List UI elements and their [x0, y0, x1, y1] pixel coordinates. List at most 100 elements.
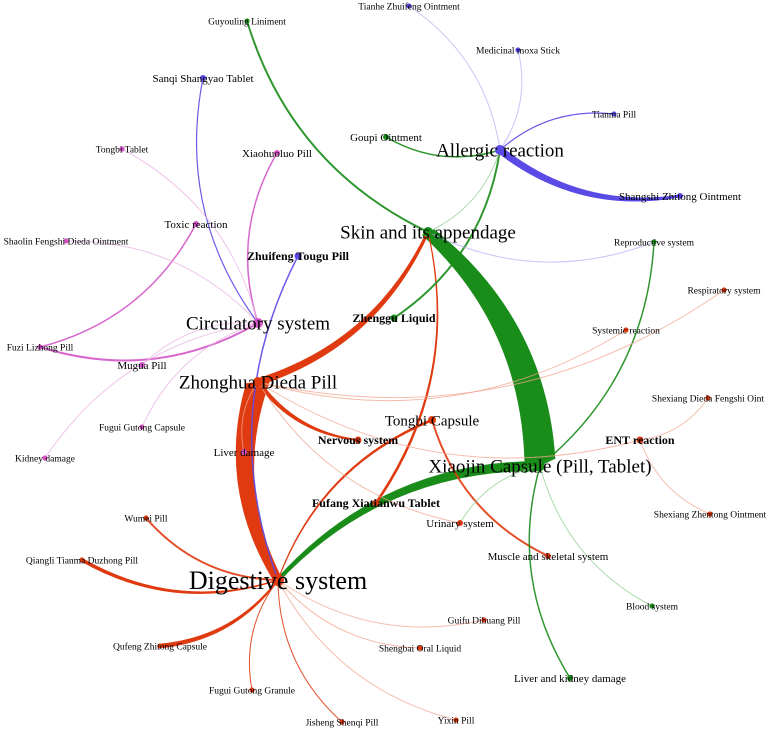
label-zhonghua: Zhonghua Dieda Pill: [179, 373, 337, 394]
label-urinary: Urinary system: [426, 518, 494, 530]
label-skin: Skin and its appendage: [340, 223, 516, 244]
edge-digestive-shengbai: [277, 579, 421, 649]
node-tianhe[interactable]: [406, 3, 412, 9]
node-fugui_capsule[interactable]: [139, 424, 145, 430]
node-guifu[interactable]: [481, 617, 487, 623]
node-sanqi[interactable]: [200, 75, 206, 81]
node-qufeng[interactable]: [157, 643, 163, 649]
edge-zhonghua-systemic: [257, 329, 627, 402]
edge-xiaojin-reproductive: [539, 241, 655, 467]
label-shaolin: Shaolin Fengshi Dieda Ointment: [4, 237, 129, 247]
node-mugua[interactable]: [139, 362, 145, 368]
label-moxa: Medicinal moxa Stick: [476, 46, 560, 56]
label-tianhe: Tianhe Zhuifeng Ointment: [358, 1, 460, 12]
node-digestive[interactable]: [272, 574, 284, 586]
edge-digestive-yixin: [277, 579, 457, 721]
label-guyouling: Guyouling Liniment: [208, 17, 286, 27]
node-zhonghua[interactable]: [253, 377, 263, 387]
label-allergic: Allergic reaction: [436, 141, 564, 162]
edge-xiaojin-liver_kidney: [528, 465, 571, 679]
node-respiratory[interactable]: [721, 287, 727, 293]
label-wumei: Wumei Pill: [124, 514, 168, 524]
node-circulatory[interactable]: [253, 318, 263, 328]
node-fugui_granule[interactable]: [249, 687, 255, 693]
node-goupi[interactable]: [383, 134, 389, 140]
label-shangshi: Shangshi Zhitong Ointment: [619, 191, 741, 203]
node-xiaohuoluo[interactable]: [274, 150, 280, 156]
node-tongbi_capsule[interactable]: [428, 416, 436, 424]
node-shexiang_dieda[interactable]: [705, 395, 711, 401]
node-tongbi_tablet[interactable]: [119, 146, 125, 152]
edge-tianma-allergic: [499, 112, 615, 151]
label-mugua: Mugua Pill: [117, 360, 166, 372]
label-shexiang_zhentong: Shexiang Zhentong Ointment: [654, 510, 767, 520]
node-nervous[interactable]: [354, 436, 362, 444]
node-guyouling[interactable]: [244, 18, 250, 24]
node-toxic[interactable]: [193, 221, 199, 227]
edge-circulatory-tongbi_tablet: [121, 148, 259, 324]
label-qiangli: Qiangli Tianma Duzhong Pill: [26, 556, 139, 566]
node-allergic[interactable]: [495, 145, 505, 155]
label-shengbai: Shengbai Oral Liquid: [379, 644, 462, 654]
edge-tongbi_capsule-muscle: [431, 419, 549, 557]
node-kidney[interactable]: [42, 455, 48, 461]
edge-digestive-jisheng: [277, 579, 343, 723]
edge-xiaojin-skin: [421, 229, 556, 474]
label-sanqi: Sanqi Shangyao Tablet: [152, 73, 253, 85]
edge-wumei-digestive: [145, 517, 279, 581]
node-shengbai[interactable]: [417, 645, 423, 651]
edge-skin-allergic: [427, 149, 501, 233]
label-fugui_capsule: Fugui Gutong Capsule: [99, 423, 185, 433]
edge-circulatory-kidney: [44, 322, 259, 459]
edge-circulatory-mugua: [141, 322, 259, 366]
label-fugui_granule: Fugui Gutong Granule: [209, 686, 295, 696]
label-qufeng: Qufeng Zhitong Capsule: [113, 641, 207, 652]
node-fuzi[interactable]: [37, 344, 43, 350]
label-muscle: Muscle and skeletal system: [488, 551, 609, 563]
node-urinary[interactable]: [457, 520, 463, 526]
node-zhuifeng[interactable]: [294, 252, 302, 260]
node-wumei[interactable]: [143, 515, 149, 521]
node-tianma[interactable]: [611, 111, 617, 117]
edge-zhonghua-liver_damage: [241, 381, 259, 453]
node-blood[interactable]: [649, 603, 655, 609]
node-qiangli[interactable]: [79, 557, 85, 563]
node-shangshi[interactable]: [677, 193, 683, 199]
edge-digestive-guifu: [277, 579, 485, 628]
edge-fuzi-circulatory: [39, 322, 259, 362]
node-moxa[interactable]: [515, 47, 521, 53]
node-skin[interactable]: [423, 227, 433, 237]
edge-zhonghua-digestive: [235, 380, 283, 581]
node-zhenggu[interactable]: [390, 314, 398, 322]
label-guifu: Guifu Dihuang Pill: [448, 615, 521, 626]
label-systemic: Systemic reaction: [592, 326, 660, 336]
node-shexiang_zhentong[interactable]: [707, 511, 713, 517]
edge-skin-reproductive: [427, 231, 655, 263]
node-liver_kidney[interactable]: [567, 675, 573, 681]
label-tianma: Tianma Pill: [592, 110, 637, 120]
node-layer: [37, 3, 727, 725]
edge-xiaojin-blood: [539, 465, 653, 607]
edge-xiaojin-digestive: [277, 460, 543, 583]
label-goupi: Goupi Ointment: [350, 132, 422, 144]
label-tongbi_tablet: Tongbi Tablet: [96, 145, 149, 155]
edge-circulatory-shaolin: [65, 240, 259, 324]
edge-layer: [39, 5, 725, 723]
label-toxic: Toxic reaction: [164, 219, 228, 231]
node-reproductive[interactable]: [651, 239, 657, 245]
label-circulatory: Circulatory system: [186, 314, 330, 335]
edge-zhonghua-respiratory: [257, 289, 725, 399]
node-muscle[interactable]: [545, 553, 551, 559]
label-fuzi: Fuzi Lizhong Pill: [7, 343, 74, 353]
node-liver_damage[interactable]: [241, 449, 247, 455]
edge-allergic-tianhe: [408, 5, 501, 151]
node-yixin[interactable]: [453, 717, 459, 723]
edge-xiaohuoluo-circulatory: [246, 152, 278, 324]
node-systemic[interactable]: [623, 327, 629, 333]
node-shaolin[interactable]: [63, 238, 69, 244]
node-xiaojin[interactable]: [535, 461, 545, 471]
node-fufang[interactable]: [372, 499, 380, 507]
node-jisheng[interactable]: [339, 719, 345, 725]
node-ent[interactable]: [636, 436, 644, 444]
edge-zhuifeng-digestive: [250, 255, 299, 581]
